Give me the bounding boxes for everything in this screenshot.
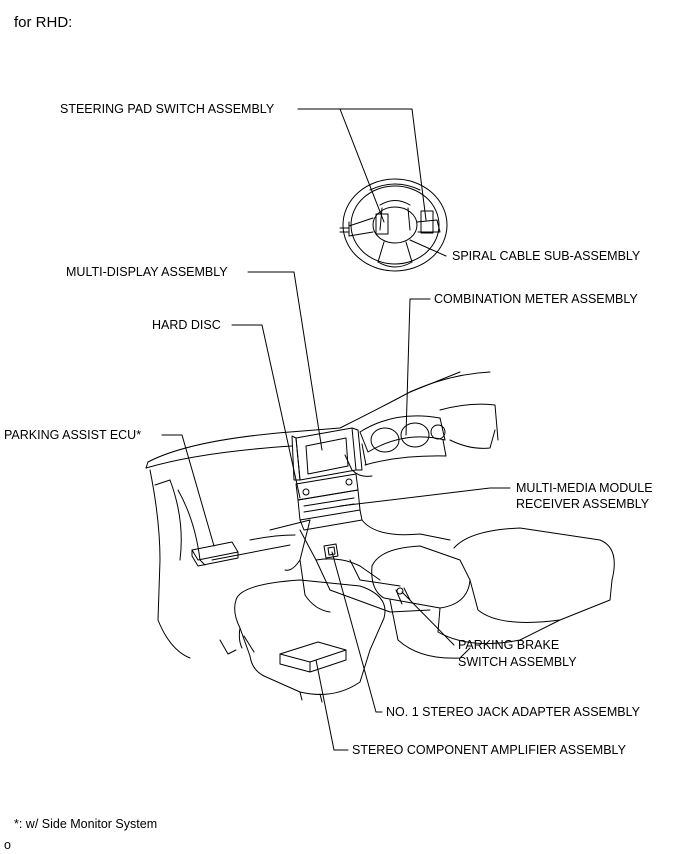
steering-pad-switch-drawing [375, 210, 434, 235]
parking-assist-ecu-drawing [191, 541, 239, 567]
label-parking-brake-line1: PARKING BRAKE [458, 638, 560, 652]
label-parking-brake-line2: SWITCH ASSEMBLY [458, 655, 577, 669]
multi-display-drawing [291, 427, 363, 501]
label-hard-disc: HARD DISC [152, 318, 221, 332]
figure-code: o [4, 838, 11, 852]
label-multimedia-receiver-line1: MULTI-MEDIA MODULE [516, 481, 653, 495]
footnote: *: w/ Side Monitor System [14, 817, 158, 831]
label-stereo-jack-adapter: NO. 1 STEREO JACK ADAPTER ASSEMBLY [386, 705, 641, 719]
stereo-amplifier-drawing [279, 641, 347, 673]
label-spiral-cable: SPIRAL CABLE SUB-ASSEMBLY [452, 249, 641, 263]
center-console-drawing [269, 519, 451, 613]
label-steering-pad-switch: STEERING PAD SWITCH ASSEMBLY [60, 102, 275, 116]
left-seat-drawing [219, 579, 386, 703]
label-combination-meter: COMBINATION METER ASSEMBLY [434, 292, 638, 306]
multimedia-receiver-drawing [297, 489, 363, 531]
steering-wheel-drawing [339, 178, 448, 272]
label-stereo-amplifier: STEREO COMPONENT AMPLIFIER ASSEMBLY [352, 743, 626, 757]
diagram-header: for RHD: [14, 14, 73, 31]
right-seat-drawing [371, 527, 615, 659]
stereo-jack-adapter-drawing [323, 543, 339, 559]
combination-meter-drawing [359, 415, 447, 466]
label-multi-display: MULTI-DISPLAY ASSEMBLY [66, 265, 228, 279]
label-parking-assist-ecu: PARKING ASSIST ECU* [4, 428, 142, 442]
leader-lines [161, 108, 511, 751]
dashboard-outline [145, 371, 499, 659]
label-multimedia-receiver-line2: RECEIVER ASSEMBLY [516, 497, 650, 511]
